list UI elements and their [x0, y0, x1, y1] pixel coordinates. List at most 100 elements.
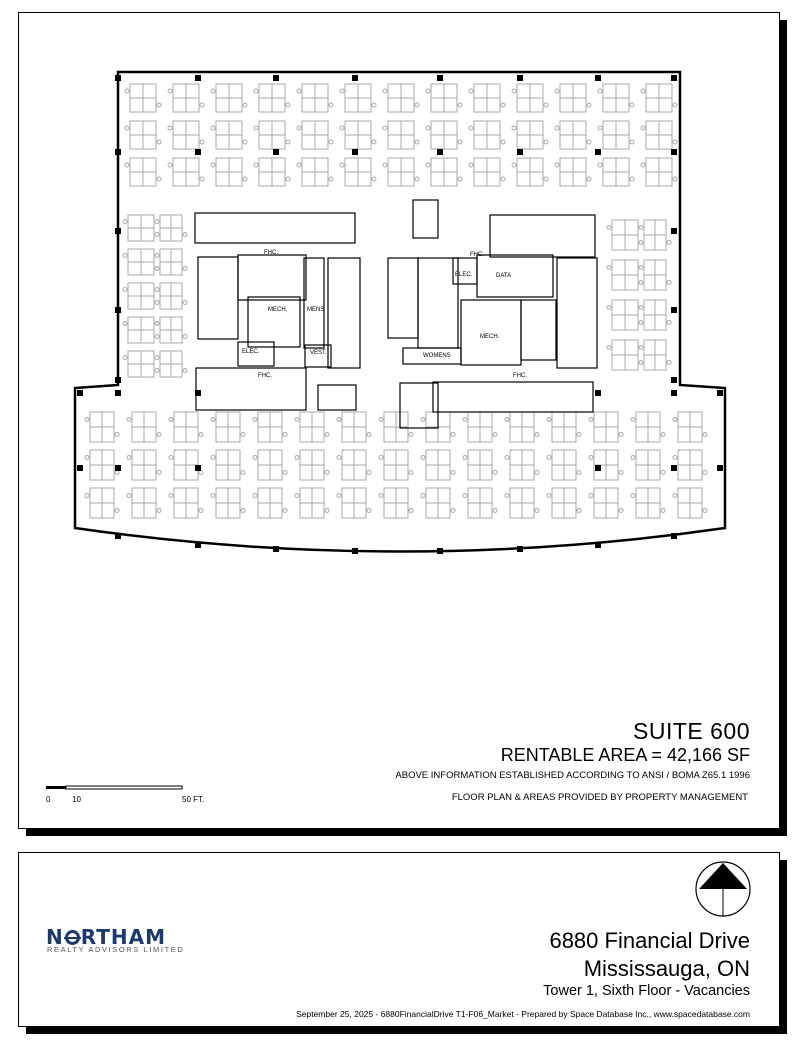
column	[115, 228, 121, 234]
title-block-panel	[18, 852, 780, 1027]
workstation-pod	[294, 487, 330, 519]
column	[595, 542, 601, 548]
elec-room-east	[452, 257, 478, 285]
column	[195, 390, 201, 396]
workstation-pod	[554, 157, 592, 187]
workstation-pod	[122, 248, 160, 276]
workstation-pod	[640, 157, 678, 187]
scale-label-0: 0	[46, 795, 51, 804]
workstation-pod	[168, 449, 204, 481]
room-label: ELEC.	[455, 272, 473, 278]
room-label: FHC.	[258, 373, 272, 379]
workstation-pod	[425, 120, 463, 150]
elevator-bank-east	[387, 257, 419, 339]
stair-west	[237, 254, 307, 301]
workstation-pod	[126, 411, 162, 443]
elec-room-west	[237, 341, 275, 367]
core-south-west-rooms	[195, 367, 307, 411]
north-alcove	[412, 199, 439, 239]
room-labels: MECH.MECH.MENSELEC.ELEC.VEST.WOMENSDATAF…	[242, 250, 527, 379]
workstation-pod	[597, 120, 635, 150]
column	[437, 75, 443, 81]
workstation-furniture	[84, 83, 708, 519]
workstation-pod	[672, 449, 708, 481]
column	[77, 465, 83, 471]
building-core	[194, 199, 598, 429]
workstation-pod	[124, 83, 162, 113]
column	[115, 149, 121, 155]
room-label: WOMENS	[423, 353, 451, 359]
workstation-pod	[462, 487, 498, 519]
workstation-pod	[420, 449, 456, 481]
workstation-pod	[294, 449, 330, 481]
room-label: FHC.	[264, 250, 278, 256]
data-room	[476, 254, 554, 298]
mech-room-west	[247, 296, 301, 348]
workstation-pod	[425, 157, 463, 187]
vestibule	[304, 344, 332, 368]
workstation-pod	[154, 316, 188, 344]
column	[671, 228, 677, 234]
elevator-bank-west	[327, 257, 361, 369]
workstation-pod	[124, 120, 162, 150]
scale-bar-graphic	[46, 785, 183, 790]
column	[352, 548, 358, 554]
workstation-pod	[382, 83, 420, 113]
column	[115, 377, 121, 383]
workstation-pod	[640, 83, 678, 113]
workstation-pod	[124, 157, 162, 187]
workstation-pod	[588, 411, 624, 443]
column	[671, 533, 677, 539]
workstation-pod	[511, 83, 549, 113]
column	[595, 149, 601, 155]
workstation-pod	[425, 83, 463, 113]
column	[115, 533, 121, 539]
footer-credit: September 25, 2025 - 6880FinancialDrive …	[296, 1009, 750, 1019]
title-panel-shadow-right	[779, 860, 787, 1034]
core-east-offices	[556, 257, 598, 369]
workstation-pod	[168, 487, 204, 519]
workstation-pod	[168, 411, 204, 443]
workstation-pod	[468, 157, 506, 187]
workstation-pod	[606, 339, 644, 371]
workstation-pod	[378, 449, 414, 481]
workstation-pod	[468, 83, 506, 113]
scale-bar: 0 10 50 FT.	[44, 785, 214, 809]
workstation-pod	[638, 219, 672, 251]
column	[595, 390, 601, 396]
scale-label-10: 10	[72, 795, 81, 804]
column	[595, 75, 601, 81]
logo-subtitle: REALTY ADVISORS LIMITED	[47, 945, 185, 954]
workstation-pod	[339, 83, 377, 113]
ansi-boma-note: ABOVE INFORMATION ESTABLISHED ACCORDING …	[395, 770, 750, 781]
workstation-pod	[546, 487, 582, 519]
workstation-pod	[339, 120, 377, 150]
column	[115, 465, 121, 471]
column	[115, 307, 121, 313]
room-label: FHC.	[470, 252, 484, 258]
workstation-pod	[167, 120, 205, 150]
stair-east	[520, 299, 557, 361]
workstation-pod	[588, 487, 624, 519]
core-west-offices	[197, 256, 239, 340]
workstation-pod	[84, 487, 120, 519]
workstation-pod	[296, 120, 334, 150]
room-label: ELEC.	[242, 349, 260, 355]
workstation-pod	[672, 411, 708, 443]
workstation-pod	[84, 449, 120, 481]
core-north-west-rooms	[194, 212, 356, 244]
column	[437, 548, 443, 554]
column	[273, 149, 279, 155]
workstation-pod	[126, 449, 162, 481]
workstation-pod	[638, 299, 672, 331]
column	[115, 390, 121, 396]
workstation-pod	[638, 259, 672, 291]
column	[717, 465, 723, 471]
column	[273, 75, 279, 81]
workstation-pod	[468, 120, 506, 150]
workstation-pod	[336, 411, 372, 443]
workstation-pod	[210, 449, 246, 481]
reception	[399, 382, 439, 429]
building-address: 6880 Financial Drive	[549, 928, 750, 953]
